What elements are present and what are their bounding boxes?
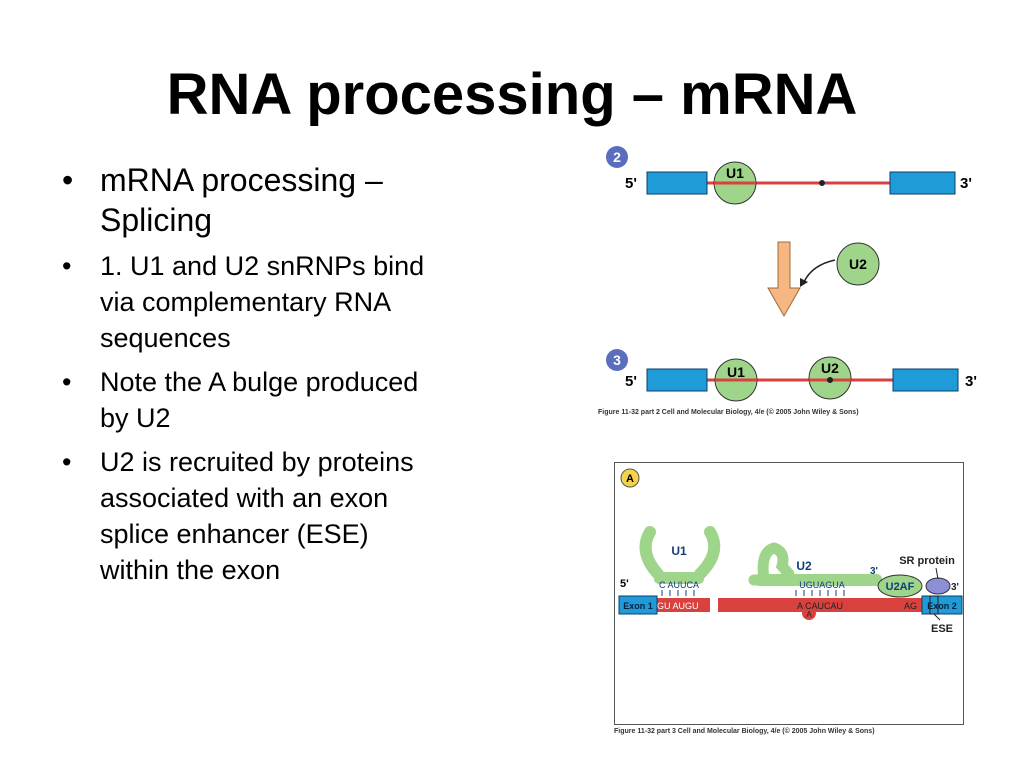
exon-2-box	[921, 595, 963, 615]
bullet-marker: •	[62, 367, 72, 397]
exon-1-box	[618, 595, 658, 615]
exon-left-step3	[646, 368, 708, 392]
five-prime-label: 5'	[625, 175, 637, 192]
bullet-marker: •	[62, 162, 74, 198]
u1-label-step3: U1	[727, 364, 745, 380]
gu-sequence: GU AUGU	[657, 601, 699, 611]
u1-base-pair-ticks	[661, 590, 695, 596]
branch-point-dot	[819, 180, 825, 186]
u2af-label: U2AF	[886, 581, 915, 593]
step-3-badge: 3	[613, 352, 621, 368]
three-prime-label-right: 3'	[951, 582, 959, 593]
u1-snrna-right-arm	[694, 526, 721, 580]
branch-sequence: A CAUCAU	[797, 601, 843, 611]
ese-recruitment-figure: A U1 C AUUCA 5' U2 UGUAGUA 3' A GU AUGU …	[618, 468, 963, 635]
u2-sequence: UGUAGUA	[799, 580, 845, 590]
pre-mrna-strand-left	[654, 598, 710, 612]
branch-a-bulge	[802, 606, 816, 620]
bullet-line: splice enhancer (ESE)	[100, 519, 369, 549]
three-prime-label-top: 3'	[870, 566, 878, 577]
exon-2-label: Exon 2	[927, 601, 957, 611]
curved-arrow	[803, 259, 836, 283]
bullet-line: within the exon	[100, 555, 281, 585]
u2-base-pair-ticks	[795, 590, 845, 596]
five-prime-label: 5'	[620, 578, 629, 590]
figure-2-caption: Figure 11-32 part 3 Cell and Molecular B…	[614, 728, 875, 735]
u2-snrna-strand	[754, 574, 882, 586]
bullet-item: • Note the A bulge produced by U2	[56, 364, 526, 436]
bullet-line: by U2	[100, 403, 171, 433]
exon-right-step3	[892, 368, 959, 392]
panel-a-badge-circle	[620, 468, 640, 488]
figure-1-caption: Figure 11-32 part 2 Cell and Molecular B…	[598, 409, 859, 416]
bullet-line: U2 is recruited by proteins	[100, 447, 414, 477]
panel-a-badge: A	[626, 473, 634, 485]
five-prime-label-step3: 5'	[625, 373, 637, 390]
u2af-protein	[877, 574, 923, 598]
sr-protein-pointer	[935, 567, 939, 580]
bullet-line: sequences	[100, 323, 231, 353]
three-prime-label: 3'	[960, 175, 972, 192]
step-2-badge-circle	[606, 146, 628, 168]
bullet-item: • mRNA processing – Splicing	[56, 160, 526, 240]
bullet-marker: •	[62, 251, 72, 281]
figure-2-frame	[614, 462, 964, 725]
ese-pointer	[933, 613, 941, 621]
bullet-marker: •	[62, 447, 72, 477]
pre-mrna-strand-right	[718, 598, 922, 612]
curved-arrow-head	[800, 278, 808, 287]
down-arrow	[767, 241, 801, 318]
bullet-line: mRNA processing –	[100, 162, 383, 198]
slide-title: RNA processing – mRNA	[166, 62, 858, 127]
bullet-line: associated with an exon	[100, 483, 389, 513]
u1-label: U1	[671, 544, 687, 558]
u1-sequence: C AUUCA	[659, 580, 699, 590]
u2-label-free: U2	[849, 256, 867, 272]
branch-point-dot-step3	[827, 377, 833, 383]
bullet-line: 1. U1 and U2 snRNPs bind	[100, 251, 425, 281]
u2-label: U2	[796, 559, 812, 573]
three-prime-label-step3: 3'	[965, 373, 977, 390]
ag-label: AG	[904, 601, 917, 611]
u2-label-step3: U2	[821, 360, 839, 376]
step-3-badge-circle	[606, 349, 628, 371]
step-2-badge: 2	[613, 149, 621, 165]
exon-left	[646, 171, 708, 195]
u1-snrna-left-arm	[639, 526, 664, 580]
bullet-list: • mRNA processing – Splicing • 1. U1 and…	[56, 160, 526, 596]
u1-label: U1	[726, 165, 744, 181]
sr-protein-label: SR protein	[899, 555, 955, 567]
branch-a-label: A	[806, 610, 812, 619]
ese-label: ESE	[931, 623, 953, 635]
bullet-line: Note the A bulge produced	[100, 367, 419, 397]
bullet-line: via complementary RNA	[100, 287, 392, 317]
u2-hairpin	[748, 542, 795, 586]
sr-protein	[925, 577, 951, 595]
splicing-steps-figure: 2 5' U1 3' U2 3 5' U1 U2 3'	[606, 146, 977, 402]
bullet-item: • U2 is recruited by proteins associated…	[56, 444, 526, 588]
u2-snrnp-free	[836, 242, 880, 286]
bullet-line: Splicing	[100, 202, 213, 238]
strand-break-mark	[709, 595, 719, 615]
exon-1-label: Exon 1	[623, 601, 653, 611]
bullet-item: • 1. U1 and U2 snRNPs bind via complemen…	[56, 248, 526, 356]
exon-right	[889, 171, 956, 195]
u1-snrna-base	[654, 572, 704, 584]
